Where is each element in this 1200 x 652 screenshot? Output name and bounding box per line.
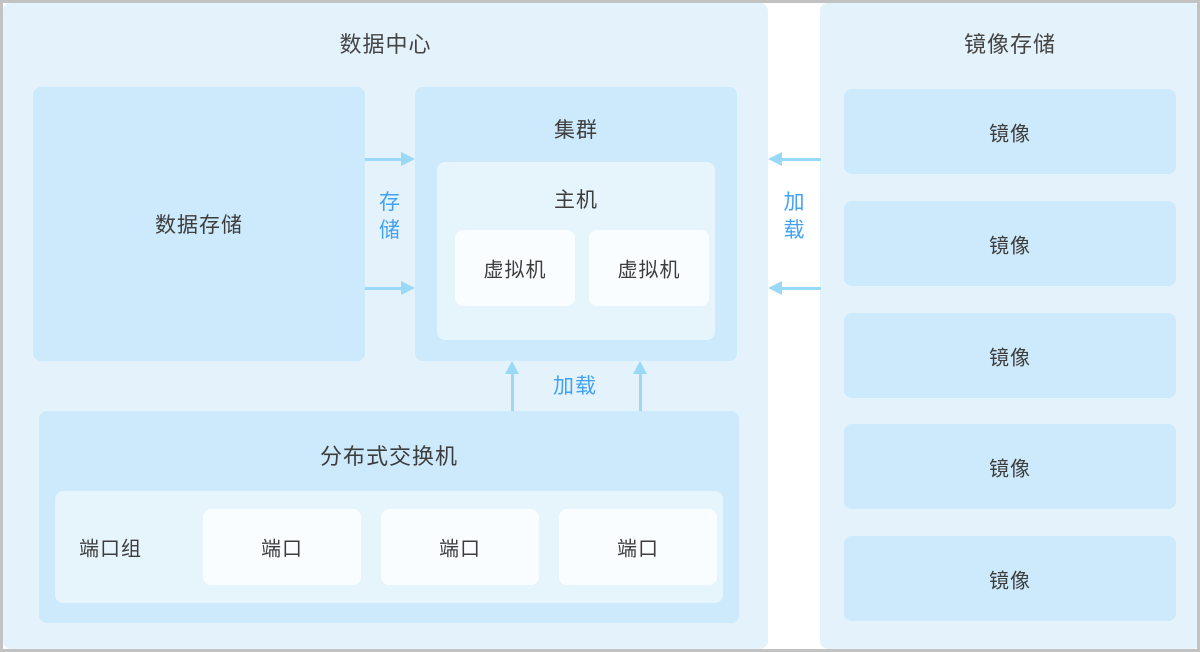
load-connection-label-bottom: 加载	[553, 375, 597, 398]
storage-arrow-top-icon	[365, 151, 415, 167]
host-label: 主机	[554, 189, 598, 212]
image-box[interactable]: 镜像	[844, 89, 1176, 174]
port-label: 端口	[617, 538, 659, 561]
load-arrow-bottom-icon	[768, 280, 821, 296]
data-storage-box[interactable]: 数据存储	[33, 87, 365, 361]
port-box[interactable]: 端口	[203, 509, 361, 585]
image-label: 镜像	[989, 235, 1031, 257]
distributed-switch-box[interactable]: 分布式交换机 端口组 端口 端口 端口	[39, 411, 739, 623]
port-group-label: 端口组	[79, 538, 142, 561]
port-box[interactable]: 端口	[559, 509, 717, 585]
image-label: 镜像	[989, 347, 1031, 369]
cluster-box[interactable]: 集群 主机 虚拟机 虚拟机	[415, 87, 737, 361]
port-box[interactable]: 端口	[381, 509, 539, 585]
image-label: 镜像	[989, 123, 1031, 145]
image-label: 镜像	[989, 570, 1031, 592]
port-label: 端口	[439, 538, 481, 561]
port-group-box[interactable]: 端口组 端口 端口 端口	[55, 491, 723, 603]
storage-connection-label: 存 储	[379, 191, 401, 242]
image-box[interactable]: 镜像	[844, 201, 1176, 286]
port-label: 端口	[261, 538, 303, 561]
image-label: 镜像	[989, 458, 1031, 480]
cluster-label: 集群	[554, 119, 598, 142]
virtual-machine-label: 虚拟机	[483, 259, 547, 282]
datacenter-panel-title: 数据中心	[339, 32, 432, 57]
virtual-machine-label: 虚拟机	[617, 259, 681, 282]
virtual-machine-box[interactable]: 虚拟机	[455, 230, 575, 306]
load-connection-label-right: 加 载	[783, 191, 806, 242]
image-box[interactable]: 镜像	[844, 313, 1176, 398]
image-storage-panel: 镜像存储 镜像 镜像 镜像 镜像 镜像	[820, 3, 1197, 649]
image-box[interactable]: 镜像	[844, 424, 1176, 509]
image-box[interactable]: 镜像	[844, 536, 1176, 621]
host-box[interactable]: 主机 虚拟机 虚拟机	[437, 162, 715, 340]
load-arrow-up-left-icon	[504, 361, 520, 411]
storage-arrow-bottom-icon	[365, 280, 415, 296]
distributed-switch-label: 分布式交换机	[319, 444, 458, 469]
load-arrow-up-right-icon	[632, 361, 648, 411]
load-arrow-top-icon	[768, 151, 821, 167]
data-storage-label: 数据存储	[155, 214, 243, 237]
datacenter-panel: 数据中心 数据存储 集群 主机 虚拟机 虚拟机 分布式交换机	[3, 3, 768, 649]
virtual-machine-box[interactable]: 虚拟机	[589, 230, 709, 306]
image-storage-panel-title: 镜像存储	[963, 32, 1056, 57]
